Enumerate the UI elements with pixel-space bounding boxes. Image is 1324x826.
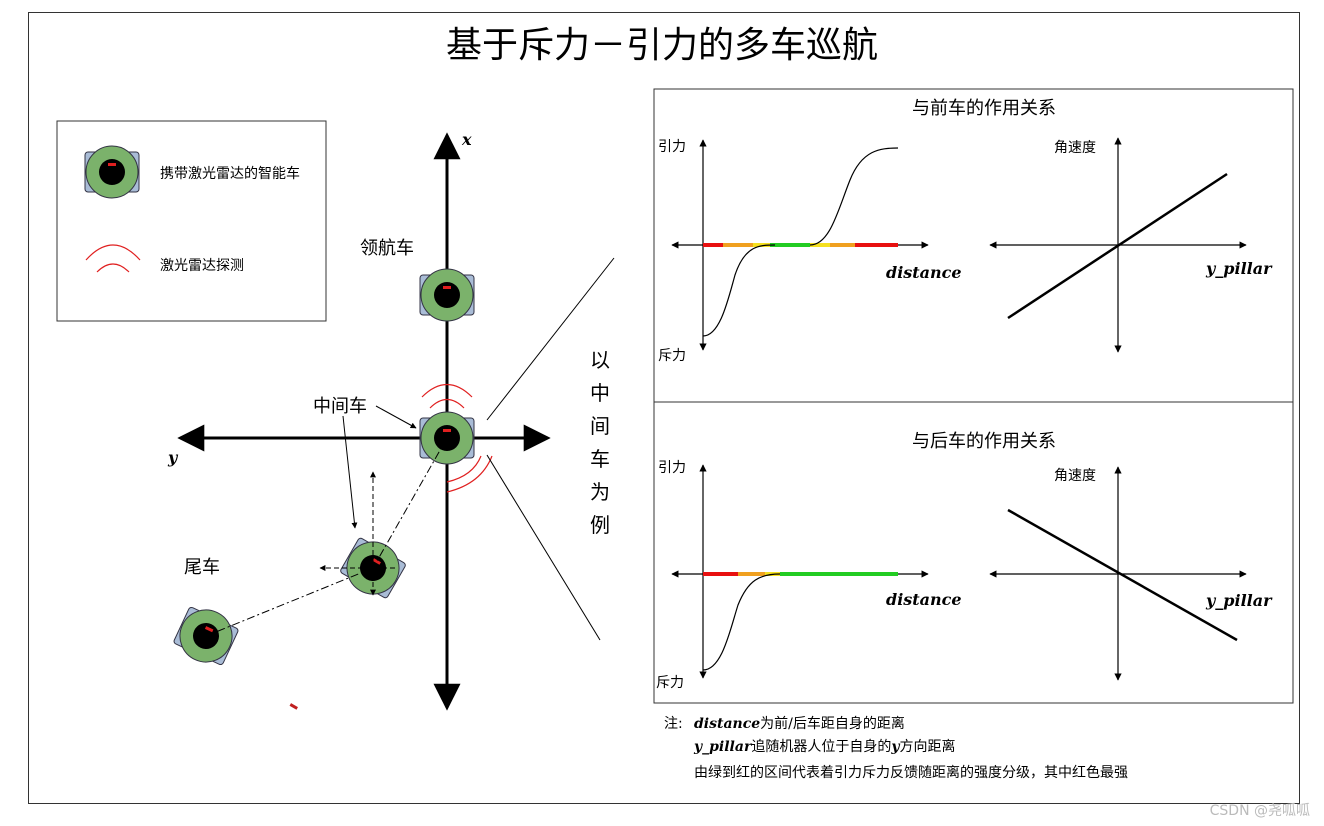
front-distance-label: distance xyxy=(886,263,962,282)
side-caption-char: 中 xyxy=(590,381,610,405)
side-caption-char: 为 xyxy=(590,480,610,504)
watermark: CSDN @尧呱呱 xyxy=(1209,803,1310,819)
diagram-frame xyxy=(28,12,1300,804)
debris-mark xyxy=(289,703,298,710)
side-caption-char: 以 xyxy=(590,348,610,372)
legend-lidar-label: 激光雷达探测 xyxy=(160,258,244,274)
legend-car-label: 携带激光雷达的智能车 xyxy=(160,166,300,182)
side-caption-char: 间 xyxy=(590,414,610,438)
rear-distance-label: distance xyxy=(886,590,962,609)
note-ypillar: y_pillar追随机器人位于自身的y方向距离 xyxy=(694,736,955,756)
x-axis-label: x xyxy=(462,130,472,149)
leader-car-icon xyxy=(419,268,475,322)
rear-angular-label: 角速度 xyxy=(1054,468,1096,484)
rear-attract-label: 引力 xyxy=(658,460,686,476)
y-axis-label: y xyxy=(168,448,178,467)
note-ypillar-text-b: 方向距离 xyxy=(899,739,956,755)
rear-force-plot xyxy=(671,464,929,679)
panels-frame xyxy=(653,88,1294,704)
leader-car-label: 领航车 xyxy=(360,238,414,259)
front-ypillar-label: y_pillar xyxy=(1206,259,1272,278)
tail-car-label: 尾车 xyxy=(184,557,220,578)
legend-car-icon xyxy=(84,145,140,199)
rear-repel-label: 斥力 xyxy=(656,675,684,691)
middle-car-label: 中间车 xyxy=(313,396,367,417)
side-caption-char: 车 xyxy=(590,447,610,471)
legend-lidar-icon xyxy=(85,244,141,273)
link-middle-follower xyxy=(372,437,448,569)
pointer-to-follower-car xyxy=(342,415,358,529)
note-distance-text: 为前/后车距自身的距离 xyxy=(760,716,905,732)
notes-prefix: 注: xyxy=(664,716,683,732)
note-distance-term: distance xyxy=(694,716,761,732)
link-follower-tail xyxy=(205,567,374,637)
rear-panel-title: 与后车的作用关系 xyxy=(912,431,1056,452)
side-caption: 以 中 间 车 为 例 xyxy=(588,344,612,542)
front-repel-label: 斥力 xyxy=(658,348,686,364)
note-color-scale: 由绿到红的区间代表着引力斥力反馈随距离的强度分级，其中红色最强 xyxy=(694,765,1128,781)
front-force-plot xyxy=(671,139,929,351)
front-angular-label: 角速度 xyxy=(1054,140,1096,156)
pointer-to-middle-car xyxy=(375,405,417,429)
note-distance: distance为前/后车距自身的距离 xyxy=(694,713,905,733)
note-ypillar-text-a: 追随机器人位于自身的 xyxy=(751,739,892,755)
note-ypillar-term: y_pillar xyxy=(694,739,752,755)
front-panel-title: 与前车的作用关系 xyxy=(912,98,1056,119)
front-attract-label: 引力 xyxy=(658,139,686,155)
front-angular-plot xyxy=(989,137,1247,353)
note-ypillar-y: y xyxy=(891,739,900,755)
rear-ypillar-label: y_pillar xyxy=(1206,591,1272,610)
page-title: 基于斥力－引力的多车巡航 xyxy=(445,25,878,66)
side-caption-char: 例 xyxy=(590,513,610,537)
zoom-line-top xyxy=(486,257,615,421)
rear-angular-plot xyxy=(989,466,1247,681)
zoom-line-bottom xyxy=(486,454,601,641)
